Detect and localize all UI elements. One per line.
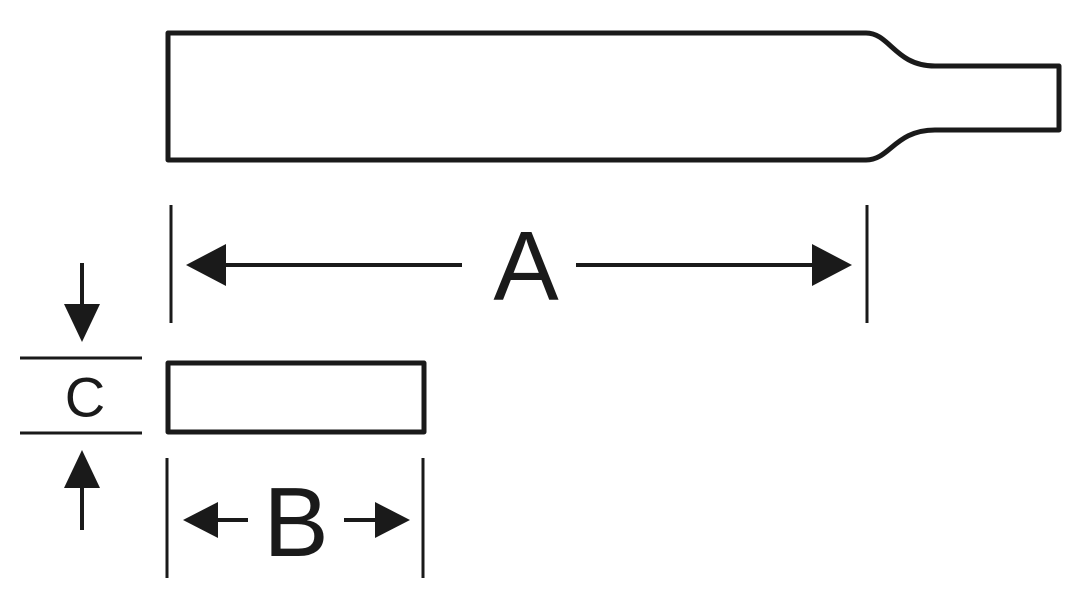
dimension-b-label: B xyxy=(263,467,328,577)
file-side-view-outline xyxy=(165,30,1062,163)
dimension-b: B xyxy=(165,458,425,578)
dimension-c-arrow-down-icon xyxy=(64,304,100,342)
dimension-b-arrow-right-icon xyxy=(375,502,410,538)
file-cross-section-outline xyxy=(165,360,427,435)
dimension-a-label: A xyxy=(493,211,559,321)
dimension-a: A xyxy=(169,205,869,323)
dimension-c: C xyxy=(20,263,142,530)
dimension-b-arrow-left-icon xyxy=(183,502,218,538)
dimension-a-arrow-left-icon xyxy=(186,244,226,286)
dimension-c-arrow-up-icon xyxy=(64,450,100,488)
dimension-c-label: C xyxy=(65,366,105,429)
dimension-a-arrow-right-icon xyxy=(812,244,852,286)
